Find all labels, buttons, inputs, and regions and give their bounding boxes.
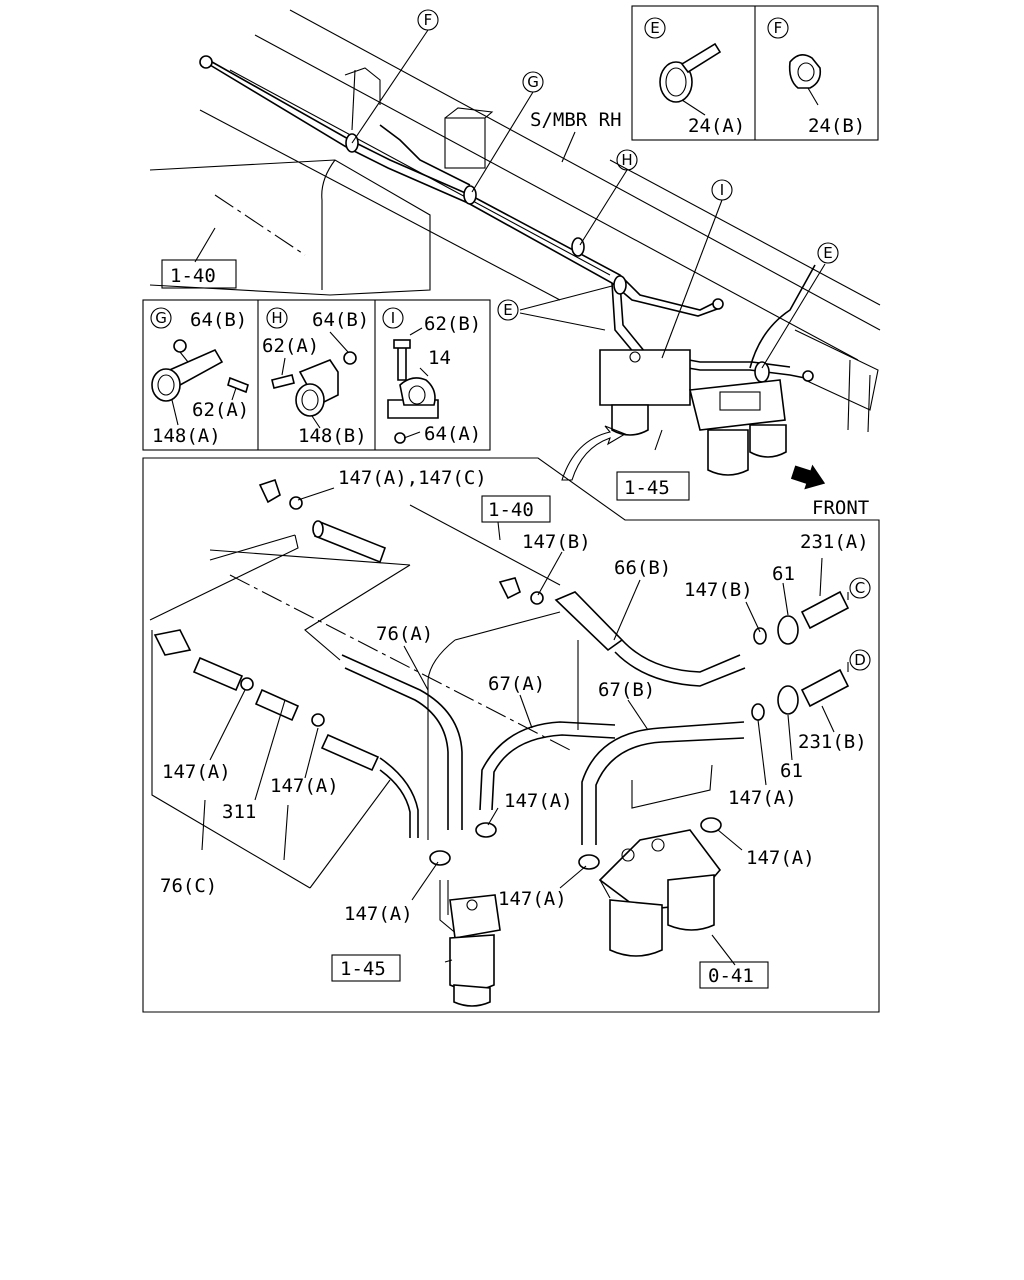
clamp-148b bbox=[271, 331, 357, 429]
box-h-letter: H bbox=[271, 309, 282, 327]
box-h-circle bbox=[266, 307, 288, 329]
label-67b: 67(B) bbox=[598, 679, 655, 701]
box-g-circle bbox=[150, 307, 172, 329]
label-76c: 76(C) bbox=[160, 875, 217, 897]
ref-box-145-bot bbox=[331, 954, 401, 982]
lower-detail-frame bbox=[142, 457, 880, 1013]
box-f-letter: F bbox=[774, 19, 783, 37]
callout-e-right: E bbox=[823, 244, 832, 262]
filter-041-lower bbox=[598, 829, 722, 957]
leaders-top bbox=[351, 29, 826, 369]
label-231b: 231(B) bbox=[798, 731, 867, 753]
label-147ac: 147(A),147(C) bbox=[338, 467, 487, 489]
filter-145-lower bbox=[439, 880, 501, 1007]
ref-box-140-mid bbox=[481, 495, 551, 523]
label-147a-2: 147(A) bbox=[270, 775, 339, 797]
label-147a-4: 147(A) bbox=[728, 787, 797, 809]
box-f-circle bbox=[767, 17, 789, 39]
label-311: 311 bbox=[222, 801, 256, 823]
leader-140-top bbox=[214, 194, 306, 256]
label-147b-2: 147(B) bbox=[684, 579, 753, 601]
label-147a-1: 147(A) bbox=[162, 761, 231, 783]
label-147a-7: 147(A) bbox=[498, 888, 567, 910]
label-h-148b: 148(B) bbox=[298, 425, 367, 447]
label-i-62b: 62(B) bbox=[424, 313, 481, 335]
label-ref-145-bot: 1-45 bbox=[340, 958, 386, 980]
fuel-tank bbox=[149, 67, 494, 296]
label-smbr-rh: S/MBR RH bbox=[530, 109, 622, 131]
label-front: FRONT bbox=[812, 497, 869, 519]
clip-24b bbox=[788, 54, 822, 106]
label-24b: 24(B) bbox=[808, 115, 865, 137]
leaders-lower bbox=[201, 487, 849, 966]
label-g-64b: 64(B) bbox=[190, 309, 247, 331]
detail-box-ghi bbox=[142, 299, 491, 451]
hoses-lower bbox=[153, 478, 850, 870]
label-ref-041: 0-41 bbox=[708, 965, 754, 987]
callout-e-left: E bbox=[503, 301, 512, 319]
ref-box-041 bbox=[699, 961, 769, 989]
clamp-148a bbox=[151, 339, 249, 426]
label-ref-140-top: 1-40 bbox=[170, 265, 216, 287]
clamp-14 bbox=[387, 327, 439, 444]
label-66b: 66(B) bbox=[614, 557, 671, 579]
callout-d: D bbox=[854, 651, 866, 669]
label-76a: 76(A) bbox=[376, 623, 433, 645]
box-g-letter: G bbox=[155, 309, 167, 327]
label-231a: 231(A) bbox=[800, 531, 869, 553]
label-147a-3: 147(A) bbox=[504, 790, 573, 812]
ref-box-145-top bbox=[616, 471, 690, 501]
callout-d-circle bbox=[849, 649, 871, 671]
label-ref-140-mid: 1-40 bbox=[488, 499, 534, 521]
box-e-circle bbox=[644, 17, 666, 39]
label-i-14: 14 bbox=[428, 347, 451, 369]
label-61-2: 61 bbox=[780, 760, 803, 782]
label-67a: 67(A) bbox=[488, 673, 545, 695]
callouts-top bbox=[417, 9, 839, 321]
callout-f-top: F bbox=[424, 11, 433, 29]
box-i-circle bbox=[382, 307, 404, 329]
leader-140-top-2 bbox=[194, 227, 216, 263]
callout-i-top: I bbox=[720, 181, 724, 199]
label-i-64a: 64(A) bbox=[424, 423, 481, 445]
callout-c: C bbox=[855, 579, 865, 597]
label-h-64b: 64(B) bbox=[312, 309, 369, 331]
label-147a-5: 147(A) bbox=[746, 847, 815, 869]
label-147b-1: 147(B) bbox=[522, 531, 591, 553]
cable-tie-24a bbox=[659, 42, 722, 116]
ref-box-140-top bbox=[161, 259, 237, 289]
label-ref-145-top: 1-45 bbox=[624, 477, 670, 499]
fuel-filters-top bbox=[599, 349, 787, 476]
front-arrow-icon bbox=[790, 464, 826, 490]
callout-c-circle bbox=[849, 577, 871, 599]
box-e-letter: E bbox=[650, 19, 659, 37]
box-i-letter: I bbox=[391, 309, 395, 327]
label-g-62a: 62(A) bbox=[192, 399, 249, 421]
callout-h-top: H bbox=[621, 151, 632, 169]
label-24a: 24(A) bbox=[688, 115, 745, 137]
label-147a-6: 147(A) bbox=[344, 903, 413, 925]
label-61-1: 61 bbox=[772, 563, 795, 585]
lower-boundary-lines bbox=[149, 504, 713, 889]
detail-arrow bbox=[561, 425, 627, 481]
label-g-148a: 148(A) bbox=[152, 425, 221, 447]
leader-145-top bbox=[654, 429, 663, 451]
label-h-62a: 62(A) bbox=[262, 335, 319, 357]
side-member-frame bbox=[199, 9, 881, 433]
callout-g-top: G bbox=[527, 73, 539, 91]
